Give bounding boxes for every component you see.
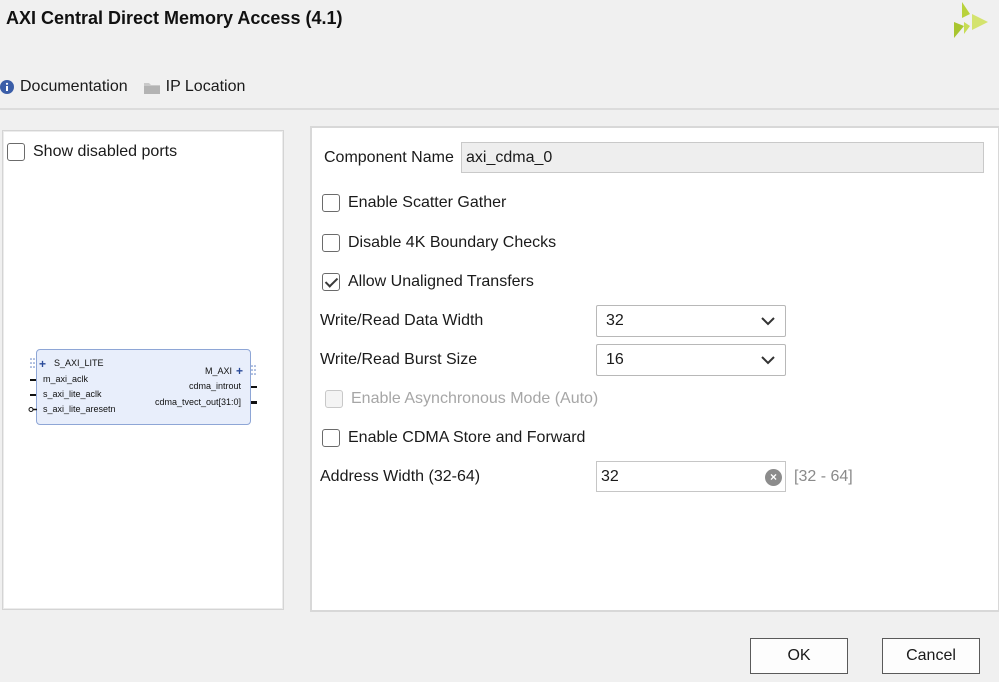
reset-pin-icon: [28, 407, 37, 412]
bus-connector-icon: [251, 365, 256, 375]
disable-4k-boundary-option[interactable]: Disable 4K Boundary Checks: [322, 234, 556, 252]
burst-size-row: Write/Read Burst Size: [320, 351, 477, 369]
async-mode-option: Enable Asynchronous Mode (Auto): [325, 390, 598, 408]
address-width-row: Address Width (32-64): [320, 468, 480, 486]
data-width-value: 32: [606, 312, 624, 329]
enable-scatter-gather-label: Enable Scatter Gather: [348, 194, 507, 211]
data-width-row: Write/Read Data Width: [320, 312, 483, 330]
ok-button[interactable]: OK: [750, 638, 848, 674]
store-forward-label: Enable CDMA Store and Forward: [348, 429, 586, 446]
toolbar: Documentation IP Location: [0, 76, 261, 98]
port-m-axi: M_AXI: [205, 366, 233, 376]
data-width-select[interactable]: 32: [596, 305, 786, 337]
component-name-label: Component Name: [324, 149, 454, 166]
port-s-axi-lite-aresetn: s_axi_lite_aresetn: [43, 404, 116, 414]
allow-unaligned-checkbox[interactable]: [322, 273, 340, 291]
bus-pin-line: [251, 401, 257, 404]
show-disabled-ports-option[interactable]: Show disabled ports: [7, 143, 177, 161]
bus-connector-icon: [30, 358, 35, 368]
show-disabled-ports-label: Show disabled ports: [33, 143, 178, 160]
expand-plus-icon[interactable]: +: [39, 357, 47, 371]
port-s-axi-lite-aclk: s_axi_lite_aclk: [43, 389, 102, 399]
ip-location-label: IP Location: [165, 78, 246, 95]
documentation-button[interactable]: Documentation: [0, 78, 128, 96]
info-icon: [0, 80, 14, 94]
enable-scatter-gather-option[interactable]: Enable Scatter Gather: [322, 194, 506, 212]
async-mode-checkbox: [325, 390, 343, 408]
burst-size-label: Write/Read Burst Size: [320, 351, 478, 368]
disable-4k-boundary-checkbox[interactable]: [322, 234, 340, 252]
allow-unaligned-option[interactable]: Allow Unaligned Transfers: [322, 273, 534, 291]
data-width-label: Write/Read Data Width: [320, 312, 484, 329]
clear-icon[interactable]: ×: [765, 469, 782, 486]
expand-plus-icon[interactable]: +: [236, 364, 244, 378]
window-title: AXI Central Direct Memory Access (4.1): [6, 8, 343, 28]
address-width-label: Address Width (32-64): [320, 468, 481, 485]
folder-icon: [143, 81, 160, 94]
disable-4k-boundary-label: Disable 4K Boundary Checks: [348, 234, 557, 251]
port-cdma-introut: cdma_introut: [189, 381, 242, 391]
burst-size-select[interactable]: 16: [596, 344, 786, 376]
vendor-logo: [954, 2, 988, 38]
burst-size-value: 16: [606, 351, 624, 368]
cancel-button[interactable]: Cancel: [882, 638, 980, 674]
pin-line: [251, 386, 257, 388]
address-width-field[interactable]: 32 ×: [596, 461, 786, 492]
show-disabled-ports-checkbox[interactable]: [7, 143, 25, 161]
ip-location-button[interactable]: IP Location: [143, 78, 246, 96]
component-name-row: Component Name: [324, 149, 454, 167]
pin-line: [30, 394, 36, 396]
documentation-label: Documentation: [20, 78, 128, 95]
store-forward-option[interactable]: Enable CDMA Store and Forward: [322, 429, 585, 447]
port-cdma-tvect-out: cdma_tvect_out[31:0]: [155, 397, 242, 407]
component-name-field[interactable]: axi_cdma_0: [461, 142, 984, 173]
address-width-range: [32 - 64]: [794, 468, 853, 485]
allow-unaligned-label: Allow Unaligned Transfers: [348, 273, 534, 290]
address-width-value: 32: [601, 467, 619, 485]
chevron-down-icon: [761, 317, 775, 326]
async-mode-label: Enable Asynchronous Mode (Auto): [351, 390, 599, 407]
chevron-down-icon: [761, 356, 775, 365]
enable-scatter-gather-checkbox[interactable]: [322, 194, 340, 212]
port-m-axi-aclk: m_axi_aclk: [43, 374, 89, 384]
ip-block-symbol: [36, 349, 251, 425]
pin-line: [30, 379, 36, 381]
store-forward-checkbox[interactable]: [322, 429, 340, 447]
toolbar-divider: [0, 108, 999, 110]
port-s-axi-lite: S_AXI_LITE: [54, 358, 104, 368]
